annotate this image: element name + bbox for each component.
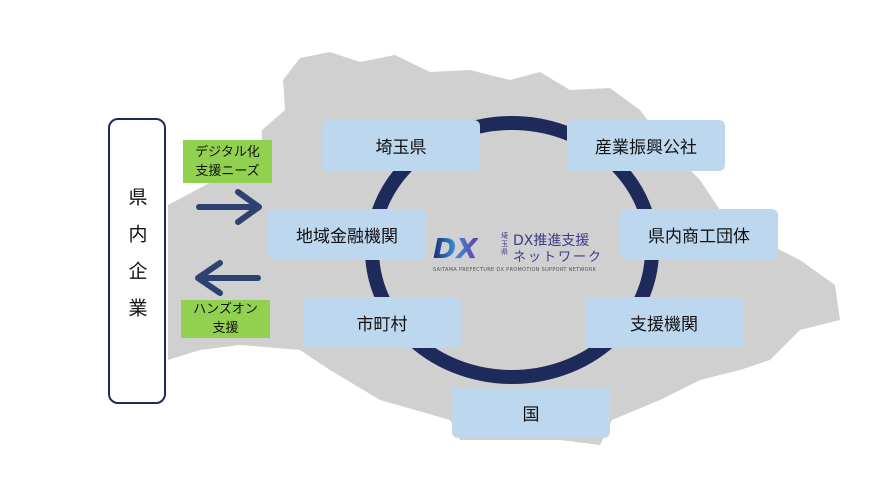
logo-title: DX推進支援	[513, 233, 590, 249]
node-saitama-prefecture: 埼玉県	[322, 120, 480, 171]
logo-english: SAITAMA PREFECTURE DX PROMOTION SUPPORT …	[433, 267, 597, 273]
needs-line-1: デジタル化	[195, 144, 260, 160]
dx-network-logo: DX 埼玉県 DX推進支援 ネットワーク SAITAMA PREFECTURE …	[433, 230, 613, 278]
node-regional-financial: 地域金融機関	[268, 209, 426, 260]
logo-mark: DX	[433, 232, 478, 265]
digital-support-needs-label: デジタル化 支援ニーズ	[183, 140, 272, 183]
logo-pref: 埼玉県	[501, 232, 508, 256]
node-industry-promotion-corp: 産業振興公社	[567, 120, 725, 171]
node-municipalities: 市町村	[303, 297, 461, 348]
arrow-right-icon	[196, 189, 262, 225]
node-commerce-groups: 県内商工団体	[620, 209, 778, 260]
prefecture-companies-box: 県内企業	[108, 118, 166, 404]
node-support-organizations: 支援機関	[585, 297, 743, 348]
support-line-2: 支援	[212, 321, 239, 336]
hands-on-support-label: ハンズオン 支援	[181, 300, 270, 338]
needs-line-2: 支援ニーズ	[195, 163, 260, 179]
arrow-left-icon	[195, 260, 261, 296]
node-national-government: 国	[452, 387, 610, 438]
support-line-1: ハンズオン	[193, 302, 258, 317]
logo-subtitle: ネットワーク	[513, 250, 604, 265]
